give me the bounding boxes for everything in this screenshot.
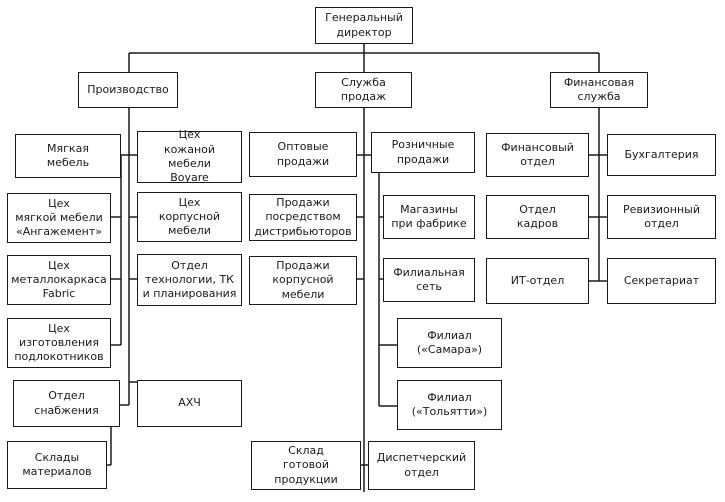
ahch-box: АХЧ	[137, 380, 242, 427]
wholesale-box: Оптовые продажи	[249, 132, 357, 177]
dispatch-dept-box: Диспетчерский отдел	[368, 441, 475, 490]
audit-dept-box: Ревизионный отдел	[607, 195, 716, 239]
secretariat-box: Секретариат	[607, 258, 716, 304]
retail-box: Розничные продажи	[371, 132, 475, 173]
leather-furniture-shop-box: Цех кожаной мебели Boyare	[137, 128, 242, 184]
factory-stores-box: Магазины при фабрике	[383, 195, 475, 239]
finance-dept-box: Финансовый отдел	[486, 133, 589, 177]
angazhement-shop-box: Цех мягкой мебели «Ангажемент»	[7, 193, 111, 243]
soft-furniture-box: Мягкая мебель	[15, 134, 121, 178]
finished-goods-warehouse-box: Склад готовой продукции	[251, 441, 361, 490]
fabric-shop-box: Цех металлокаркаса Fabric	[7, 255, 111, 305]
finance-service-box: Финансовая служба	[550, 72, 648, 108]
sales-service-box: Служба продаж	[315, 72, 412, 108]
technology-dept-box: Отдел технологии, ТК и планирования	[137, 254, 242, 306]
armrest-shop-box: Цех изготовления подлокотников	[7, 318, 111, 368]
distributor-sales-box: Продажи посредством дистрибьюторов	[249, 194, 357, 241]
cabinet-furniture-shop-box: Цех корпусной мебели	[137, 192, 242, 242]
production-box: Производство	[78, 72, 178, 108]
branch-tolyatti-box: Филиал («Тольятти»)	[397, 380, 502, 430]
it-dept-box: ИТ-отдел	[486, 258, 589, 304]
accounting-box: Бухгалтерия	[607, 134, 716, 176]
branch-samara-box: Филиал («Самара»)	[397, 318, 502, 368]
ceo-box: Генеральный директор	[315, 7, 413, 44]
branch-network-box: Филиальная сеть	[383, 258, 475, 302]
cabinet-sales-box: Продажи корпусной мебели	[249, 256, 357, 305]
supply-dept-box: Отдел снабжения	[13, 380, 120, 427]
materials-warehouse-box: Склады материалов	[7, 441, 107, 489]
hr-dept-box: Отдел кадров	[486, 195, 589, 239]
